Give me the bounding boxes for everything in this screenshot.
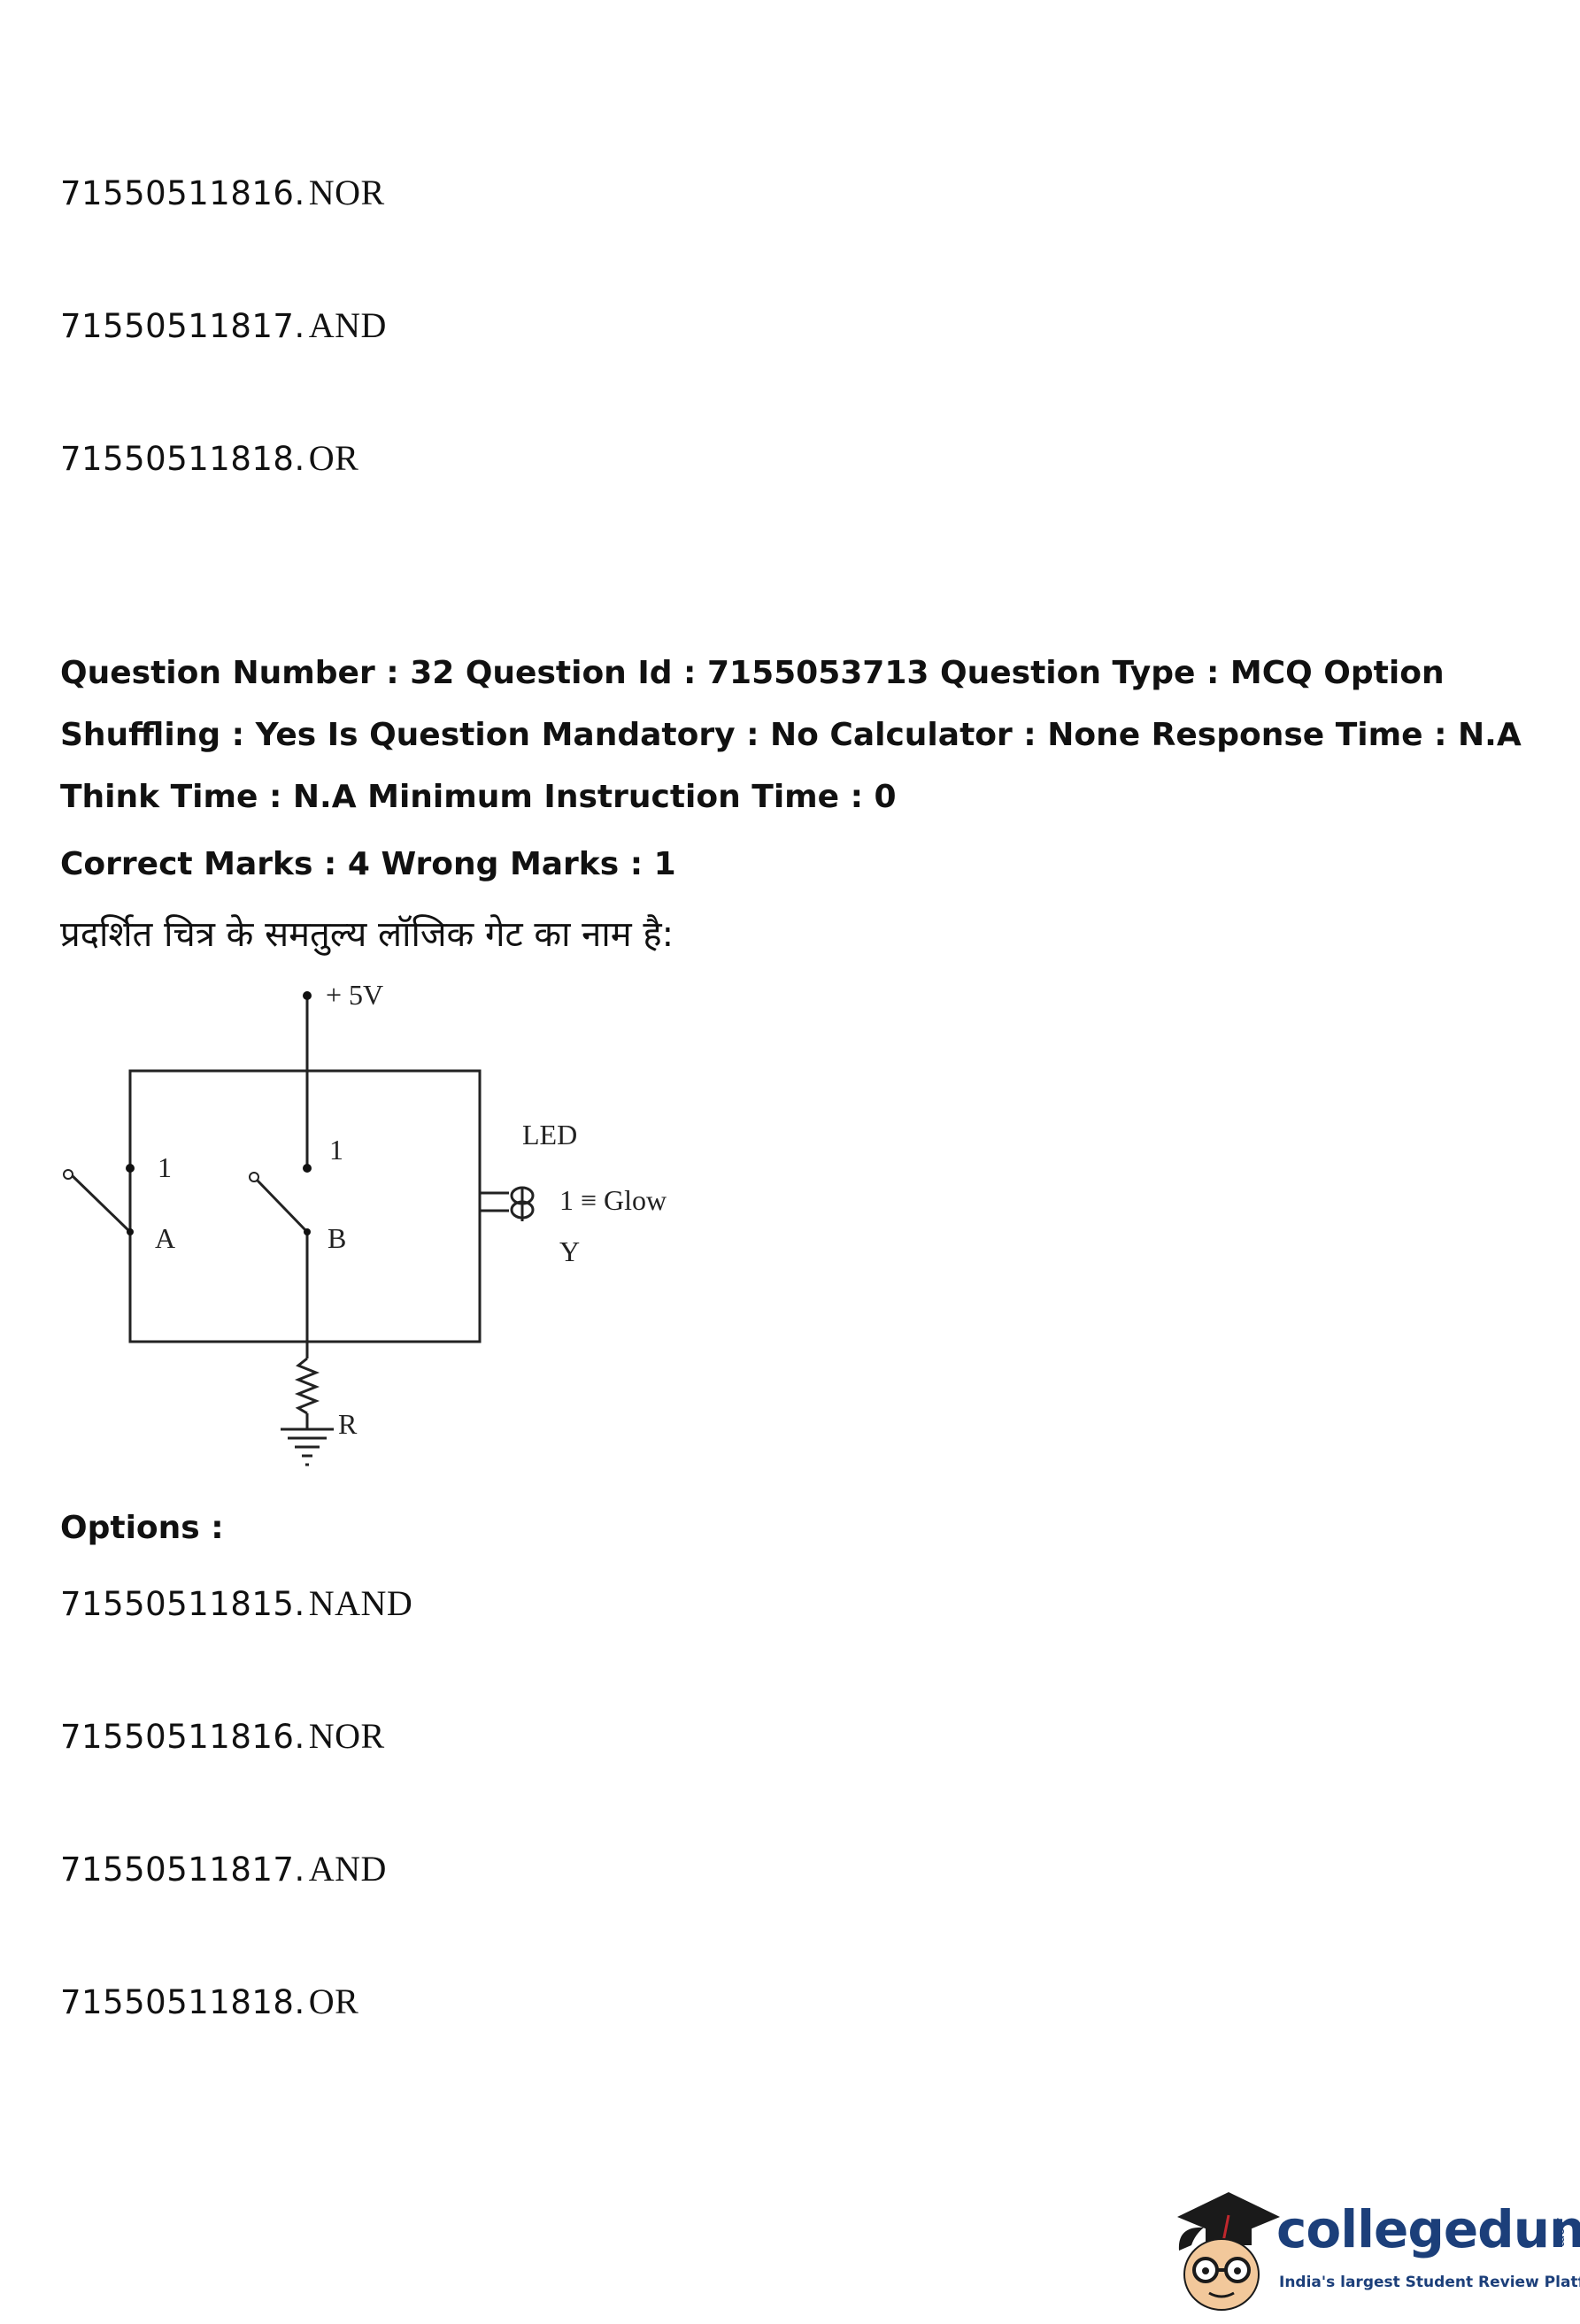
collegedunia-logo: collegedunia .com India's largest Studen…: [1160, 2182, 1580, 2314]
option-id: 71550511815.: [60, 1585, 305, 1623]
option-text: OR: [308, 1982, 359, 2021]
option-id: 71550511816.: [60, 1718, 305, 1756]
option-id: 71550511817.: [60, 307, 305, 345]
option-id: 71550511818.: [60, 1983, 305, 2021]
option-text: NAND: [308, 1583, 413, 1623]
resistor-label: R: [338, 1408, 358, 1440]
option-text: AND: [308, 1849, 387, 1889]
option-3: 71550511817.AND: [60, 1851, 387, 1887]
output-label: Y: [559, 1235, 580, 1267]
option-text: NOR: [308, 173, 385, 212]
marks-line: Correct Marks : 4 Wrong Marks : 1: [60, 846, 676, 882]
question-text: प्रदर्शित चित्र के समतुल्य लॉजिक गेट का …: [60, 914, 674, 955]
logo-wordmark: collegedunia: [1276, 2199, 1580, 2259]
switch-a-label: A: [155, 1222, 175, 1254]
prev-option-3: 71550511818.OR: [60, 441, 358, 476]
question-header: Question Number : 32 Question Id : 71550…: [60, 655, 1522, 815]
option-id: 71550511816.: [60, 174, 305, 212]
led-label: LED: [522, 1119, 577, 1150]
logo-domain: .com: [1553, 2217, 1568, 2248]
circuit-diagram: + 5V 1 1 A B LED 1 ≡ Glow Y R: [63, 979, 667, 1466]
option-2: 71550511816.NOR: [60, 1719, 385, 1754]
supply-label: + 5V: [326, 979, 383, 1011]
option-id: 71550511817.: [60, 1851, 305, 1889]
logo-tagline: India's largest Student Review Platform: [1279, 2274, 1580, 2291]
switch-a-on-label: 1: [158, 1151, 172, 1183]
option-1: 71550511815.NAND: [60, 1586, 412, 1621]
option-text: NOR: [308, 1716, 385, 1756]
options-label: Options :: [60, 1510, 224, 1546]
option-id: 71550511818.: [60, 440, 305, 478]
mascot-icon: [1177, 2192, 1280, 2311]
switch-b-on-label: 1: [329, 1134, 343, 1166]
prev-option-2: 71550511817.AND: [60, 308, 387, 343]
prev-option-1: 71550511816.NOR: [60, 175, 385, 211]
switch-b-label: B: [328, 1222, 346, 1254]
glow-label: 1 ≡ Glow: [559, 1184, 667, 1216]
option-text: OR: [308, 438, 359, 478]
option-4: 71550511818.OR: [60, 1984, 358, 2020]
option-text: AND: [308, 305, 387, 345]
